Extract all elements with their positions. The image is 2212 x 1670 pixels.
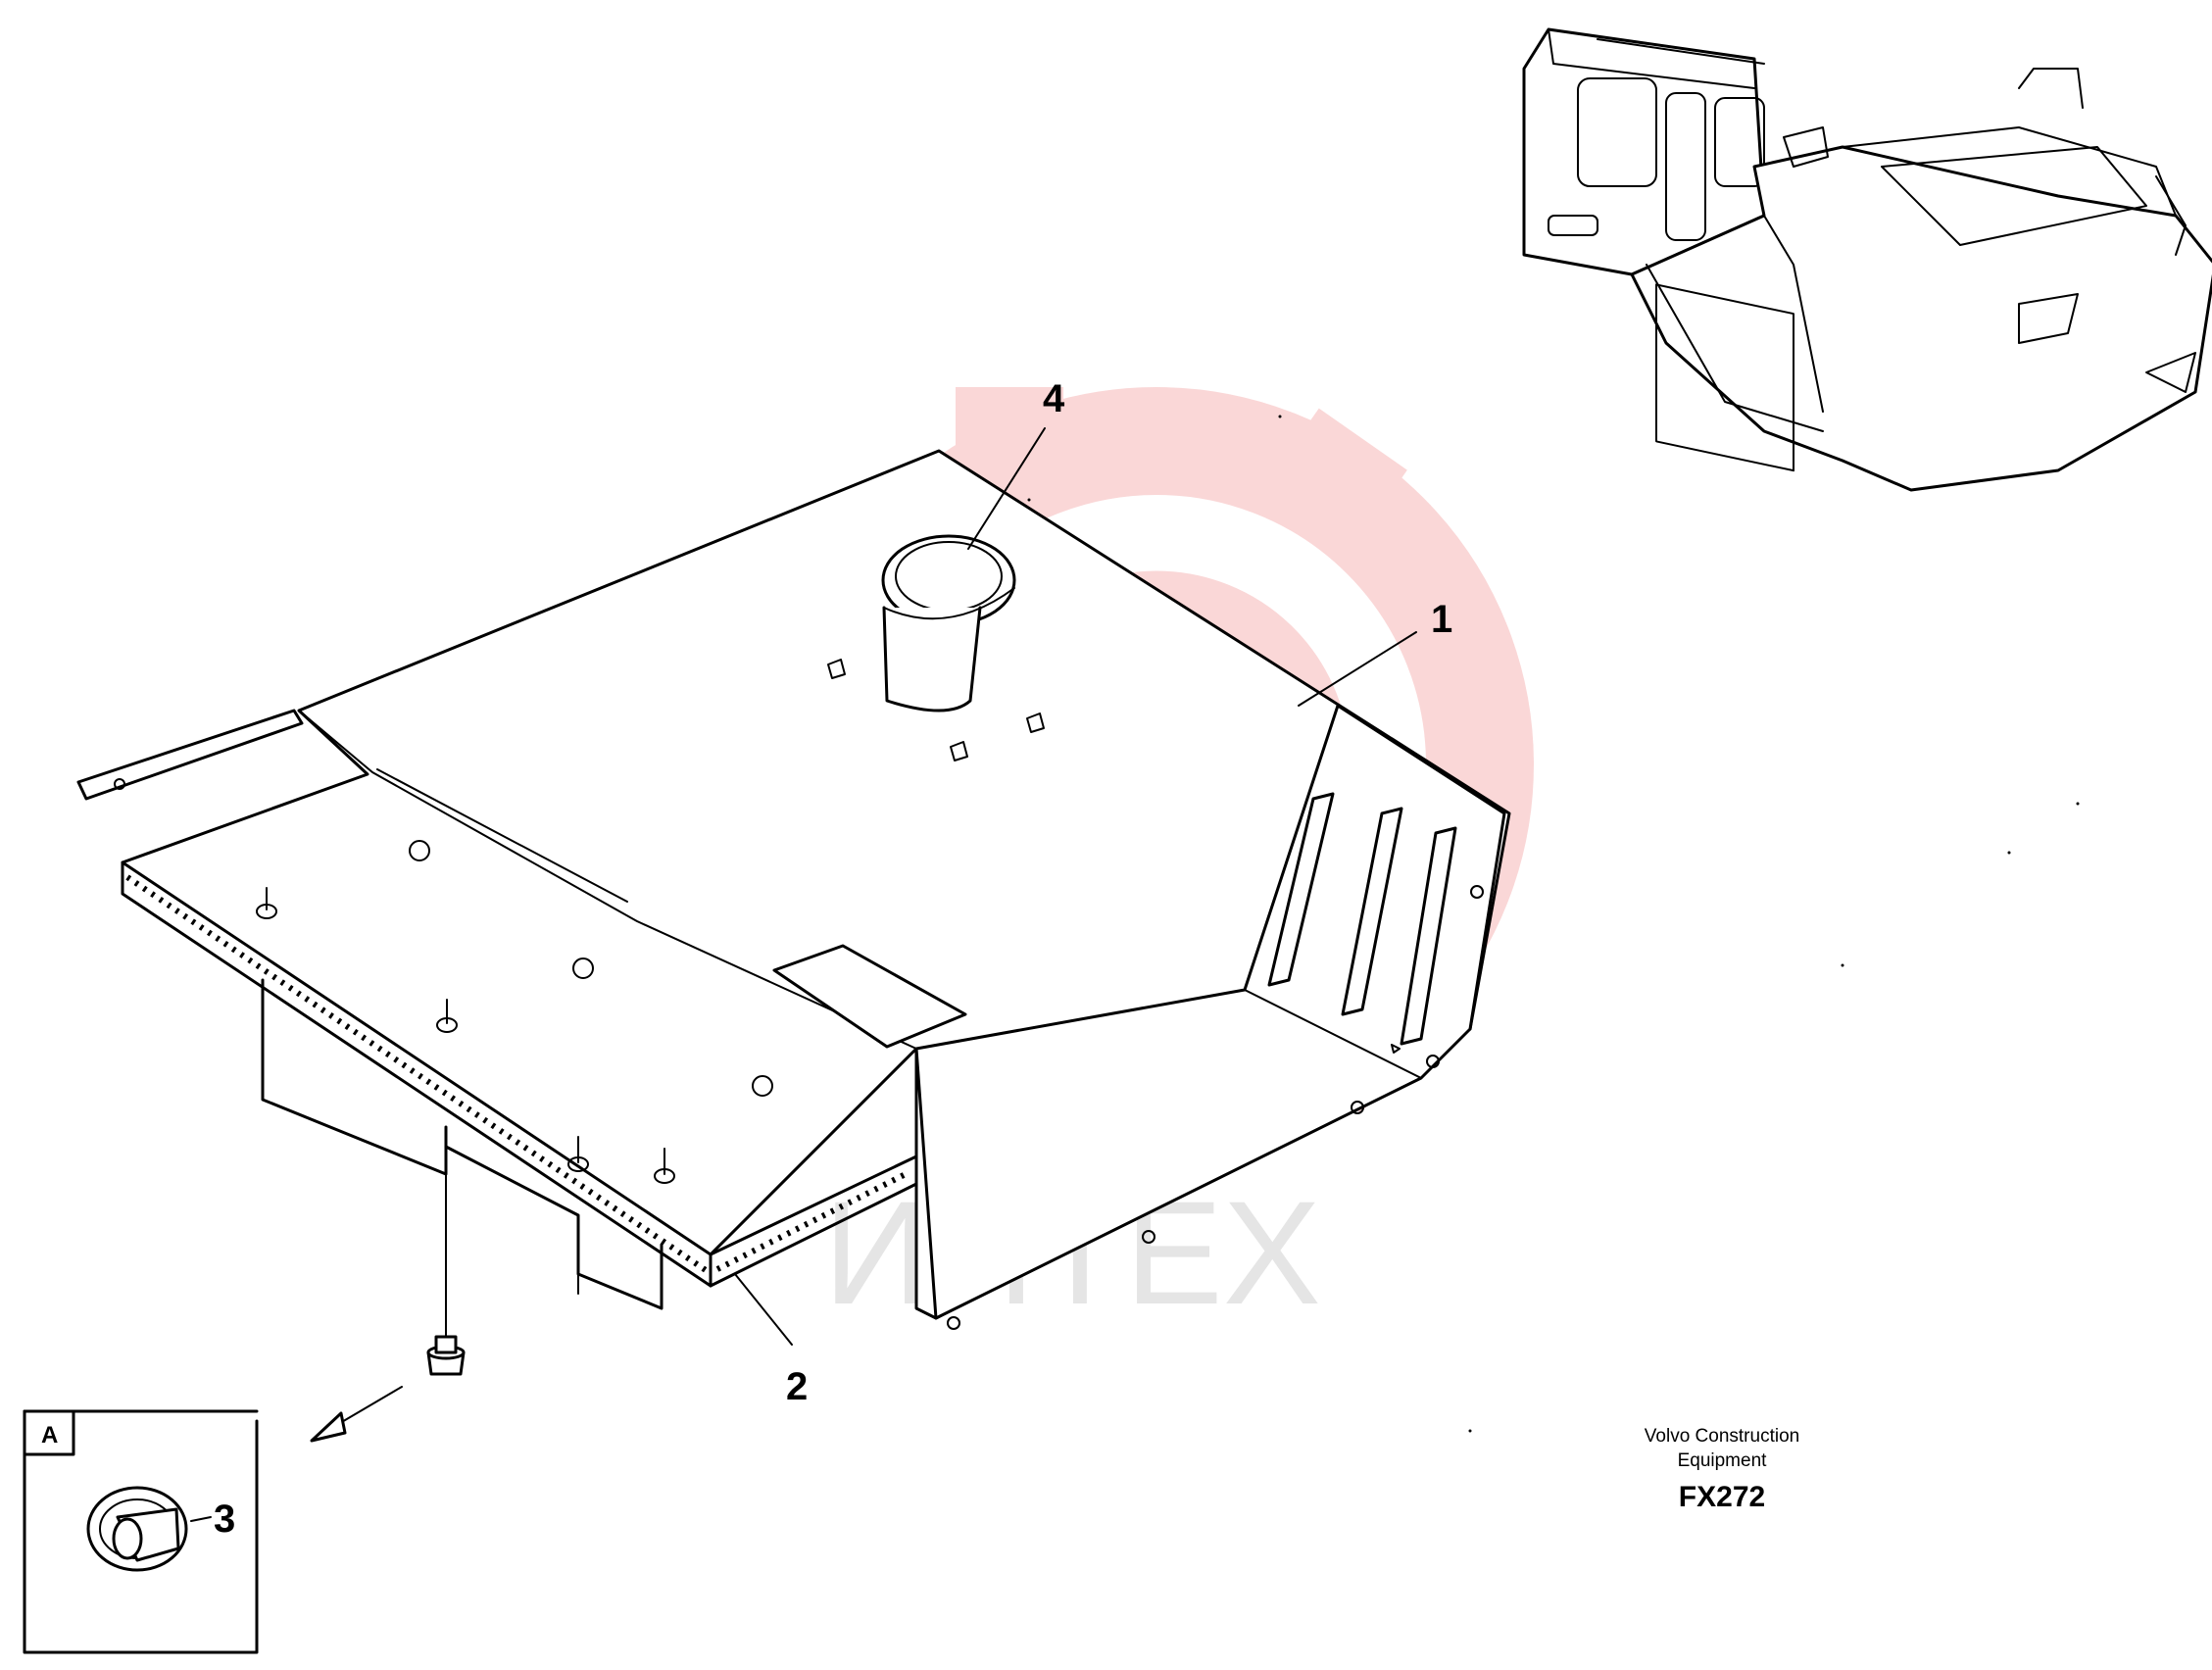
specks [1027,415,2080,1433]
callout-3: 3 [214,1498,235,1541]
leader-lines [734,427,1417,1346]
callout-2: 2 [786,1365,808,1408]
detail-a-box: A [23,1409,259,1654]
credit-line-2: Equipment [1678,1450,1768,1471]
callout-4: 4 [1043,377,1065,420]
filler-cap [881,534,1016,712]
excavator-thumbnail [1522,27,2212,492]
bolt [426,1173,466,1376]
hood-panel-assembly [76,449,1511,1376]
callout-1: 1 [1431,598,1452,641]
drawing-code: FX272 [1679,1481,1765,1513]
detail-arrow [310,1386,403,1443]
detail-tag: A [41,1422,58,1449]
credit-line-1: Volvo Construction [1645,1426,1799,1447]
